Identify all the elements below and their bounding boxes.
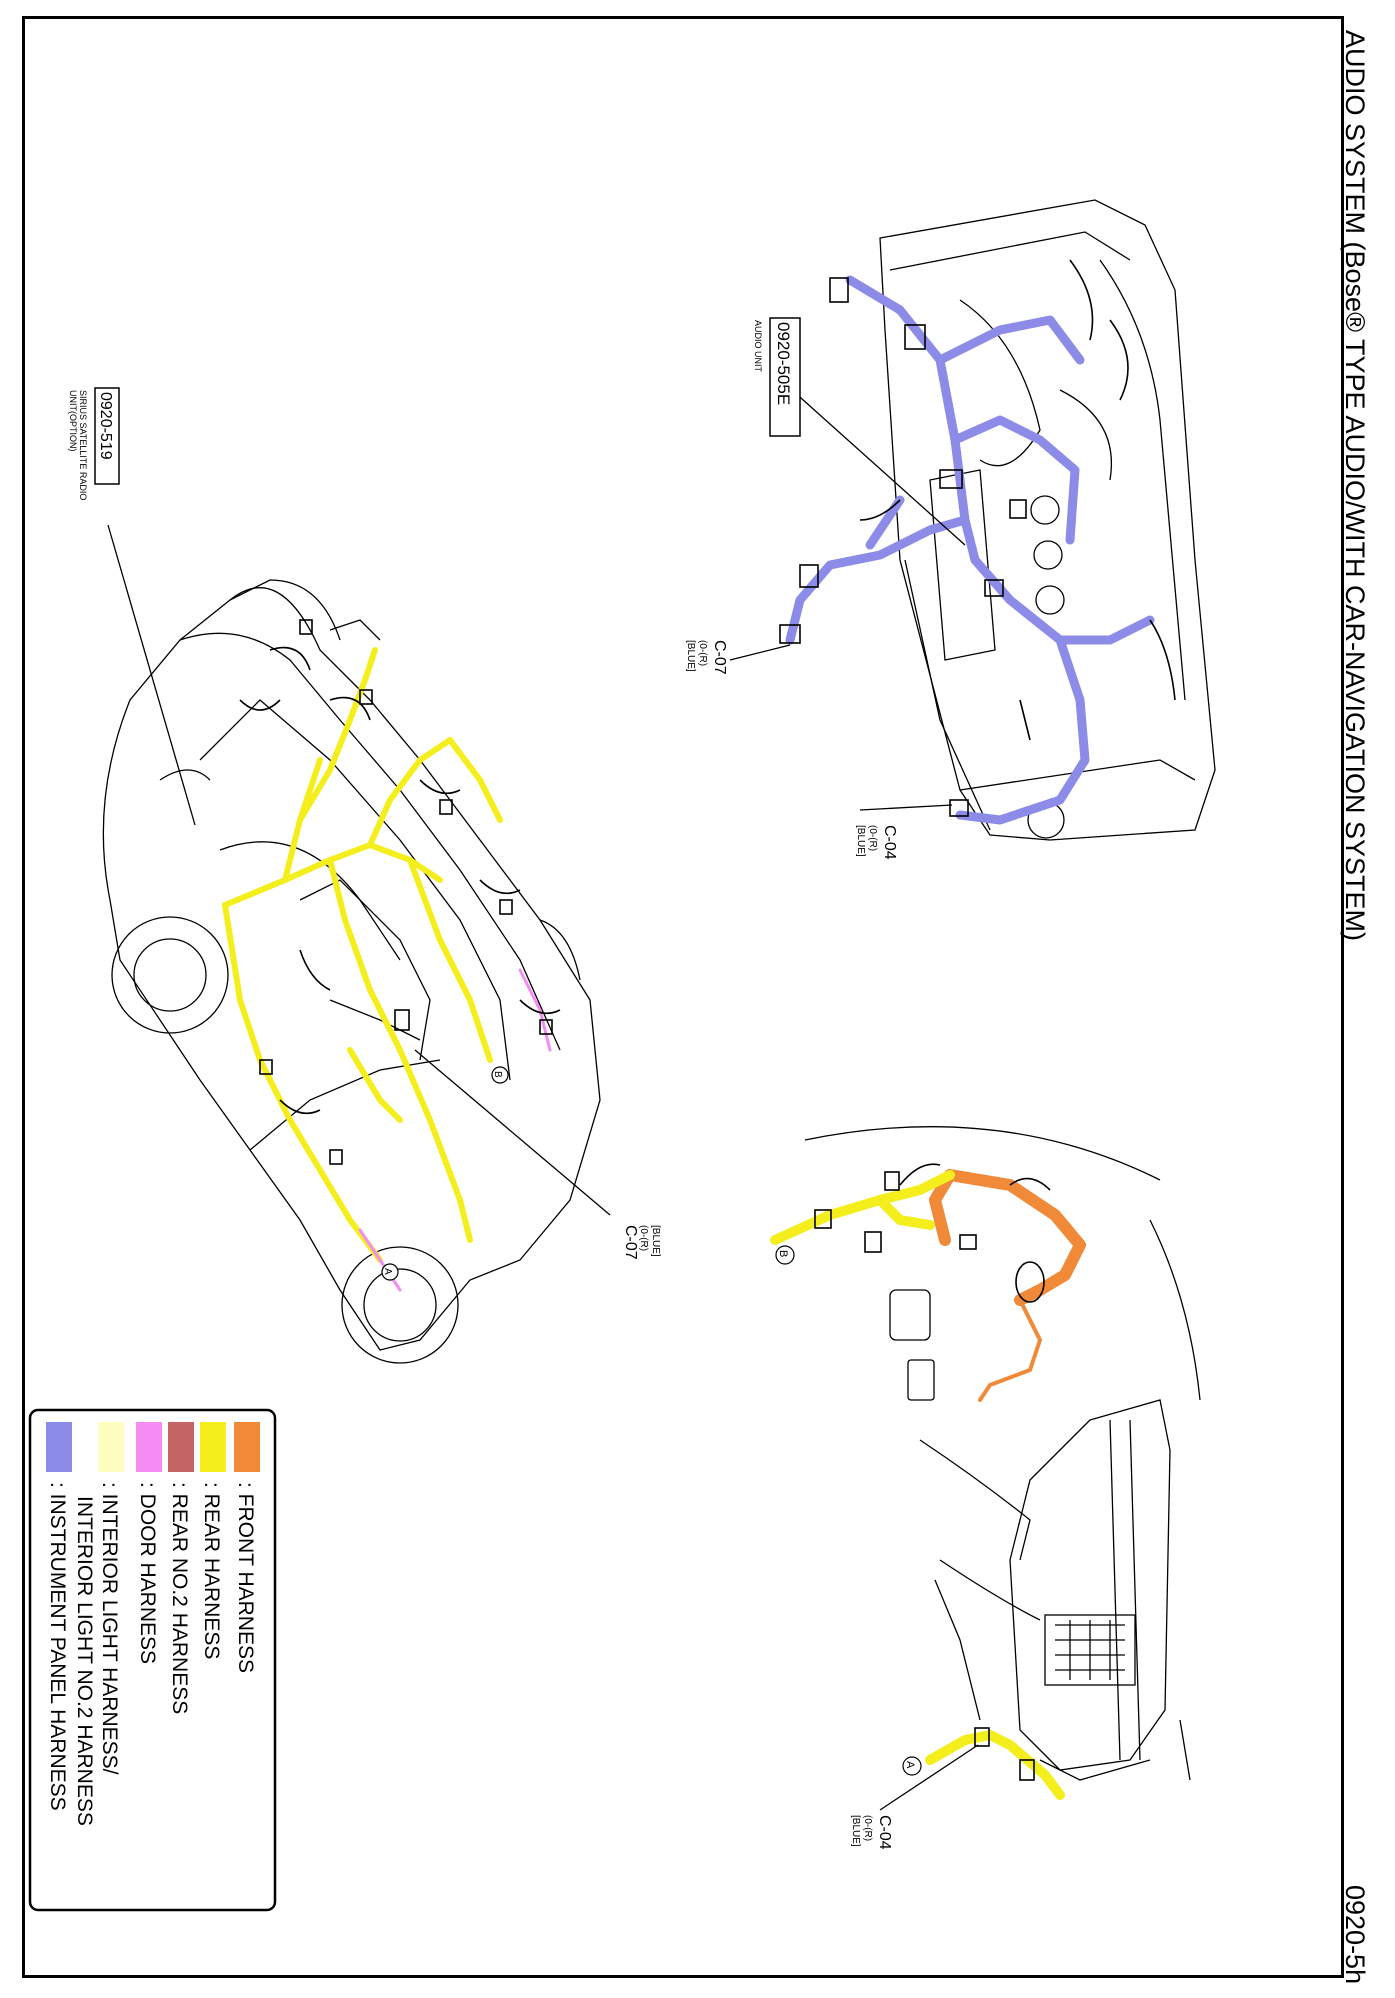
car-wires (239, 619, 561, 1165)
c07-car-color: [BLUE] (650, 1225, 661, 1257)
connector-c04-dash: C-04 (0-(R) [BLUE] (855, 804, 953, 860)
audio-unit-callout: 0920-505E AUDIO UNIT (753, 317, 966, 546)
legend-swatch (46, 1422, 72, 1472)
audio-unit-label: AUDIO UNIT (753, 320, 763, 373)
car-body-illustration (102, 579, 601, 1364)
audio-unit-code: 0920-505E (774, 322, 793, 405)
legend: : FRONT HARNESS : REAR HARNESS : REAR NO.2… (28, 1408, 277, 1912)
connector-c07-dash: C-07 (0-(R) [BLUE] (685, 640, 791, 675)
legend-label: : REAR NO.2 HARNESS (168, 1482, 191, 1714)
front-bay-illustration (804, 1126, 1201, 1781)
legend-label: : DOOR HARNESS (136, 1482, 159, 1664)
dashboard-illustration (879, 199, 1216, 841)
c04-front-spec: (0-(R) (862, 1815, 873, 1841)
legend-swatch (168, 1422, 194, 1472)
legend-swatch (200, 1422, 226, 1472)
c07-dash-spec: (0-(R) (697, 640, 708, 666)
svg-text:A: A (904, 1761, 916, 1769)
c07-dash-name: C-07 (711, 640, 728, 675)
c04-dash-name: C-04 (881, 825, 898, 860)
c07-dash-color: [BLUE] (685, 640, 696, 672)
svg-text:A: A (382, 1268, 393, 1275)
connector-c07-car: [BLUE] (0-(R) C-07 (414, 1049, 661, 1260)
front-harness-thin (978, 1298, 1043, 1402)
legend-label-continued: INTERIOR LIGHT NO.2 HARNESS (73, 1496, 96, 1826)
dashboard-wires (779, 259, 1176, 817)
rear-harness-front (770, 1170, 1065, 1800)
sirius-callout: 0920-519 SIRIUS SATELLITE RADIO UNIT(OPT… (68, 387, 196, 826)
legend-label: : INSTRUMENT PANEL HARNESS (46, 1482, 69, 1811)
svg-text:B: B (777, 1250, 789, 1257)
front-harness (929, 1169, 1086, 1306)
instrument-panel-harness (785, 275, 1155, 825)
c04-dash-color: [BLUE] (855, 825, 866, 857)
c07-car-spec: (0-(R) (638, 1225, 649, 1251)
legend-swatch (234, 1422, 260, 1472)
legend-label: : REAR HARNESS (200, 1482, 223, 1659)
marker-b-front: B (775, 1245, 795, 1265)
legend-swatch (136, 1422, 162, 1472)
connector-c04-front: C-04 (0-(R) [BLUE] (850, 1744, 979, 1850)
svg-text:B: B (492, 1071, 503, 1078)
c04-front-name: C-04 (876, 1815, 893, 1850)
sirius-label-2: UNIT(OPTION) (68, 390, 78, 452)
rear-harness-car (222, 647, 503, 1263)
sirius-code: 0920-519 (97, 392, 114, 460)
marker-b-car: B (491, 1066, 509, 1084)
page-frame (22, 16, 1344, 1978)
sirius-label-1: SIRIUS SATELLITE RADIO (78, 390, 88, 500)
c07-car-name: C-07 (622, 1225, 639, 1260)
marker-a-front: A (902, 1756, 922, 1776)
legend-label: : FRONT HARNESS (234, 1482, 257, 1673)
front-wires (814, 1163, 1051, 1781)
legend-label: : INTERIOR LIGHT HARNESS/ (98, 1482, 121, 1775)
c04-dash-spec: (0-(R) (867, 825, 878, 851)
c04-front-color: [BLUE] (850, 1815, 861, 1847)
legend-swatch (98, 1422, 124, 1472)
door-harness-car (358, 968, 552, 1292)
marker-a-car: A (381, 1263, 399, 1281)
